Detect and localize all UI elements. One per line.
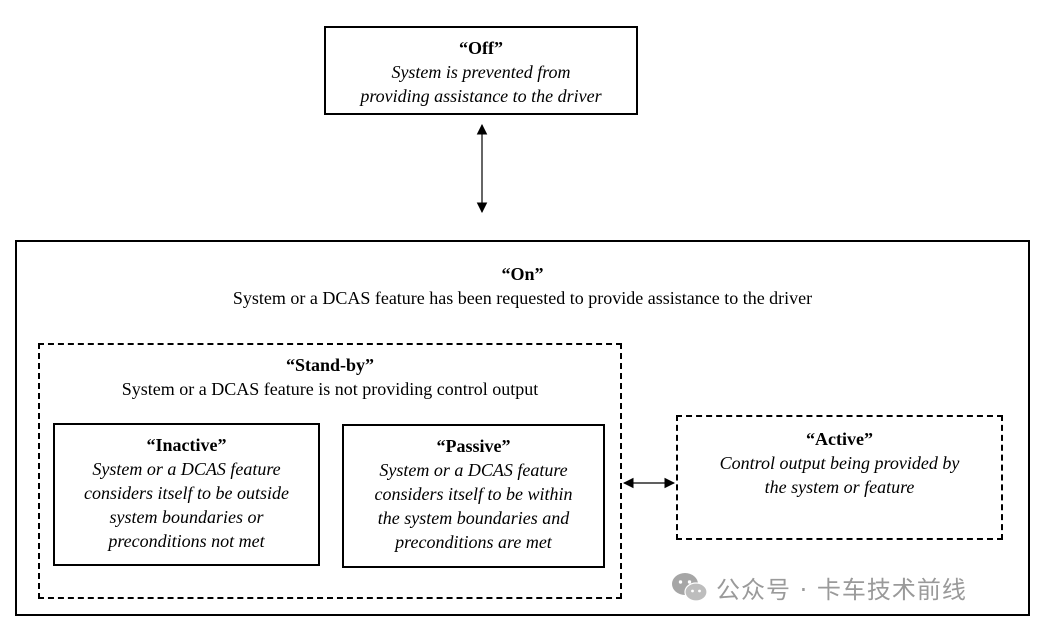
state-standby: “Stand-by” System or a DCAS feature is n… [38,343,622,599]
watermark-text: 公众号 · 卡车技术前线 [716,575,967,604]
state-on-title: “On” [501,264,544,284]
state-inactive-description-line-4: preconditions not met [108,531,265,551]
state-passive-description-line-3: the system boundaries and [377,508,570,528]
state-passive-description-line-1: System or a DCAS feature [379,460,568,480]
state-active: “Active” Control output being provided b… [676,415,1003,540]
state-standby-description: System or a DCAS feature is not providin… [121,379,539,399]
state-inactive-description-line-1: System or a DCAS feature [92,459,281,479]
state-active-description-line-2: the system or feature [764,477,915,497]
state-inactive: “Inactive” System or a DCAS feature cons… [53,423,320,566]
state-passive-description-line-4: preconditions are met [395,532,552,552]
state-off: “Off” System is prevented from providing… [324,26,638,115]
wechat-icon [672,573,708,602]
state-inactive-title: “Inactive” [146,435,227,455]
state-active-description-line-1: Control output being provided by [719,453,960,473]
state-off-description-line-2: providing assistance to the driver [360,86,602,106]
state-on-description: System or a DCAS feature has been reques… [232,288,813,308]
state-passive-title: “Passive” [436,436,511,456]
state-active-title: “Active” [806,429,873,449]
state-standby-title: “Stand-by” [285,355,375,375]
state-inactive-description-line-2: considers itself to be outside [84,483,289,503]
watermark: 公众号 · 卡车技术前线 [670,570,967,604]
state-off-title: “Off” [459,38,503,58]
state-inactive-description-line-3: system boundaries or [109,507,264,527]
state-passive: “Passive” System or a DCAS feature consi… [342,424,605,568]
state-off-description-line-1: System is prevented from [391,62,571,82]
state-passive-description-line-2: considers itself to be within [374,484,573,504]
state-on: “On” System or a DCAS feature has been r… [15,240,1030,616]
